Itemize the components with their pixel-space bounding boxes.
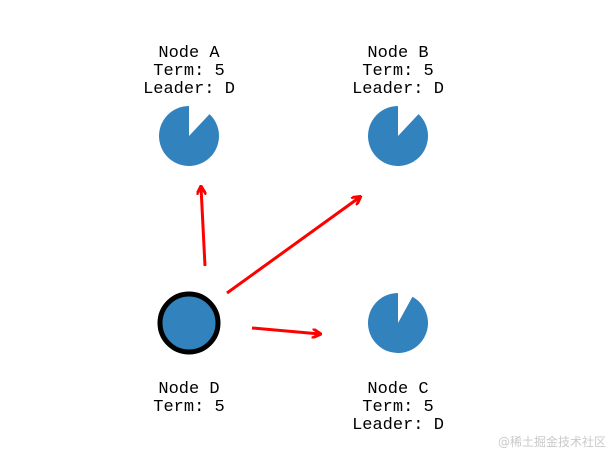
node-d-name: Node D: [158, 380, 219, 399]
node-a-term: Term: 5: [153, 62, 224, 81]
arrow-d-to-c: [251, 326, 320, 334]
node-a-leader: Leader: D: [143, 80, 235, 99]
node-a-name: Node A: [158, 44, 220, 63]
node-d-leader-circle: [157, 291, 221, 355]
node-d-term: Term: 5: [153, 398, 224, 417]
node-b-name: Node B: [367, 44, 428, 63]
node-c: Node C Term: 5 Leader: D: [352, 293, 444, 435]
node-d: Node D Term: 5: [153, 291, 225, 417]
node-a-timer-circle: [159, 106, 220, 167]
node-a: Node A Term: 5 Leader: D: [143, 44, 235, 167]
node-b-term: Term: 5: [362, 62, 433, 81]
arrow-d-to-b: [226, 197, 360, 295]
node-c-term: Term: 5: [362, 398, 433, 417]
node-c-leader: Leader: D: [352, 416, 444, 435]
heartbeat-arrows: [201, 187, 360, 334]
node-c-name: Node C: [367, 380, 428, 399]
node-b-timer-circle: [368, 106, 429, 167]
arrow-d-to-a: [201, 187, 207, 267]
node-b: Node B Term: 5 Leader: D: [352, 44, 444, 167]
watermark: @稀土掘金技术社区: [497, 435, 606, 449]
node-b-leader: Leader: D: [352, 80, 444, 99]
node-c-timer-circle: [367, 293, 428, 354]
